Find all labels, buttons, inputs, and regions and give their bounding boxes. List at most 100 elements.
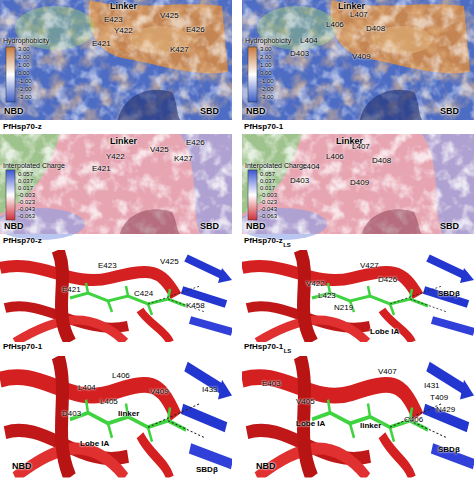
residue-label: D408 (372, 157, 391, 166)
panel-title: PfHsp70-1 (244, 343, 283, 352)
domain-label: Lobe IA (80, 440, 109, 449)
region-label: Linker (110, 137, 137, 147)
residue-label: Y422 (114, 27, 133, 36)
colorbar-tick: -3.00 (260, 94, 274, 101)
residue-label: K427 (170, 46, 189, 55)
region-label: linker (118, 410, 139, 419)
colorbar-tick: 3.00 (18, 46, 30, 53)
panel-title: PfHsp70-1 (3, 343, 42, 352)
domain-label: SBD (200, 222, 219, 232)
residue-label: Y422 (106, 153, 125, 162)
colorbar-tick: -2.00 (18, 86, 32, 93)
domain-label: NBD (246, 107, 266, 117)
residue-label: N429 (436, 406, 455, 415)
residue-label: L423 (318, 292, 336, 301)
panel-title: PfHsp70-z (244, 237, 283, 246)
colorbar-tick: 3.00 (260, 46, 272, 53)
colorbar-tick: -0.023 (18, 199, 35, 206)
residue-label: L406 (326, 21, 344, 30)
panel-title: PfHsp70-1 (244, 123, 283, 132)
colorbar-title: Interpolated Charge (3, 162, 65, 170)
residue-label: N219 (334, 304, 353, 313)
region-label: Linker (110, 2, 137, 12)
colorbar-tick: 0.037 (18, 178, 33, 185)
colorbar-tick: -0.043 (260, 206, 277, 213)
colorbar-tick: 1.00 (260, 62, 272, 69)
panel-title: PfHsp70-z (3, 123, 42, 132)
residue-label: E403 (262, 380, 281, 389)
residue-label: D403 (62, 410, 81, 419)
domain-label: NBD (4, 107, 24, 117)
colorbar-tick: -1.00 (18, 78, 32, 85)
colorbar-tick: -0.003 (18, 192, 35, 199)
colorbar-tick: 2.00 (18, 54, 30, 61)
colorbar-title: Interpolated Charge (245, 162, 307, 170)
residue-label: C406 (404, 416, 423, 425)
colorbar-tick: 0.00 (18, 70, 30, 77)
residue-label: E421 (92, 40, 111, 49)
residue-label: L406 (112, 372, 130, 381)
residue-label: I433 (202, 386, 218, 395)
colorbar-tick: -3.00 (18, 94, 32, 101)
residue-label: D403 (290, 177, 309, 186)
residue-label: L404 (300, 37, 318, 46)
domain-label: SBD (440, 222, 459, 232)
residue-label: D403 (290, 50, 309, 59)
residue-label: L407 (352, 143, 370, 152)
domain-label: NBD (256, 462, 276, 472)
residue-label: V427 (360, 262, 379, 271)
residue-label: D426 (378, 276, 397, 285)
domain-label: NBD (4, 222, 24, 232)
colorbar-title: Hydrophobicity (3, 37, 49, 45)
residue-label: E423 (104, 16, 123, 25)
residue-label: D408 (366, 25, 385, 34)
colorbar-tick: -0.003 (260, 192, 277, 199)
residue-label: V425 (160, 258, 179, 267)
residue-label: E426 (186, 139, 205, 148)
colorbar-tick: 2.00 (260, 54, 272, 61)
residue-label: V422 (306, 280, 325, 289)
residue-label: L407 (350, 11, 368, 20)
residue-label: V405 (296, 398, 315, 407)
residue-label: V425 (150, 146, 169, 155)
colorbar-tick: -1.00 (260, 78, 274, 85)
residue-label: V409 (352, 53, 371, 62)
residue-label: L405 (100, 398, 118, 407)
residue-label: T409 (430, 394, 448, 403)
domain-label: SBDβ (438, 446, 460, 455)
residue-label: E421 (92, 165, 111, 174)
colorbar-tick: 0.017 (18, 185, 33, 192)
domain-label: NBD (12, 462, 32, 472)
colorbar-tick: 1.00 (18, 62, 30, 69)
domain-label: Lobe IA (296, 420, 325, 429)
domain-label: SBD (200, 107, 219, 117)
domain-label: SBDβ (438, 290, 460, 299)
residue-label: L406 (326, 153, 344, 162)
residue-label: I431 (424, 382, 440, 391)
colorbar-tick: 0.017 (260, 185, 275, 192)
residue-label: E423 (98, 262, 117, 271)
residue-label: V425 (160, 12, 179, 21)
panel-title: PfHsp70-z (3, 237, 42, 246)
residue-label: D409 (350, 179, 369, 188)
residue-label: V407 (378, 368, 397, 377)
region-label: linker (360, 422, 381, 431)
colorbar-tick: -0.043 (18, 206, 35, 213)
residue-label: K427 (174, 155, 193, 164)
domain-label: SBDβ (196, 466, 218, 475)
panel-subscript: LS (283, 242, 291, 249)
residue-label: E421 (62, 286, 81, 295)
residue-label: E426 (186, 26, 205, 35)
panel-subscript: LS (284, 348, 292, 355)
residue-label: L404 (78, 384, 96, 393)
residue-label: K458 (186, 302, 205, 311)
colorbar-tick: 0.057 (18, 171, 33, 178)
residue-label: V409 (150, 388, 169, 397)
domain-label: NBD (246, 222, 266, 232)
domain-label: SBD (440, 107, 459, 117)
colorbar-tick: 0.057 (260, 171, 275, 178)
domain-label: Lobe IA (370, 328, 399, 337)
residue-label: C424 (134, 290, 153, 299)
colorbar-tick: 0.037 (260, 178, 275, 185)
